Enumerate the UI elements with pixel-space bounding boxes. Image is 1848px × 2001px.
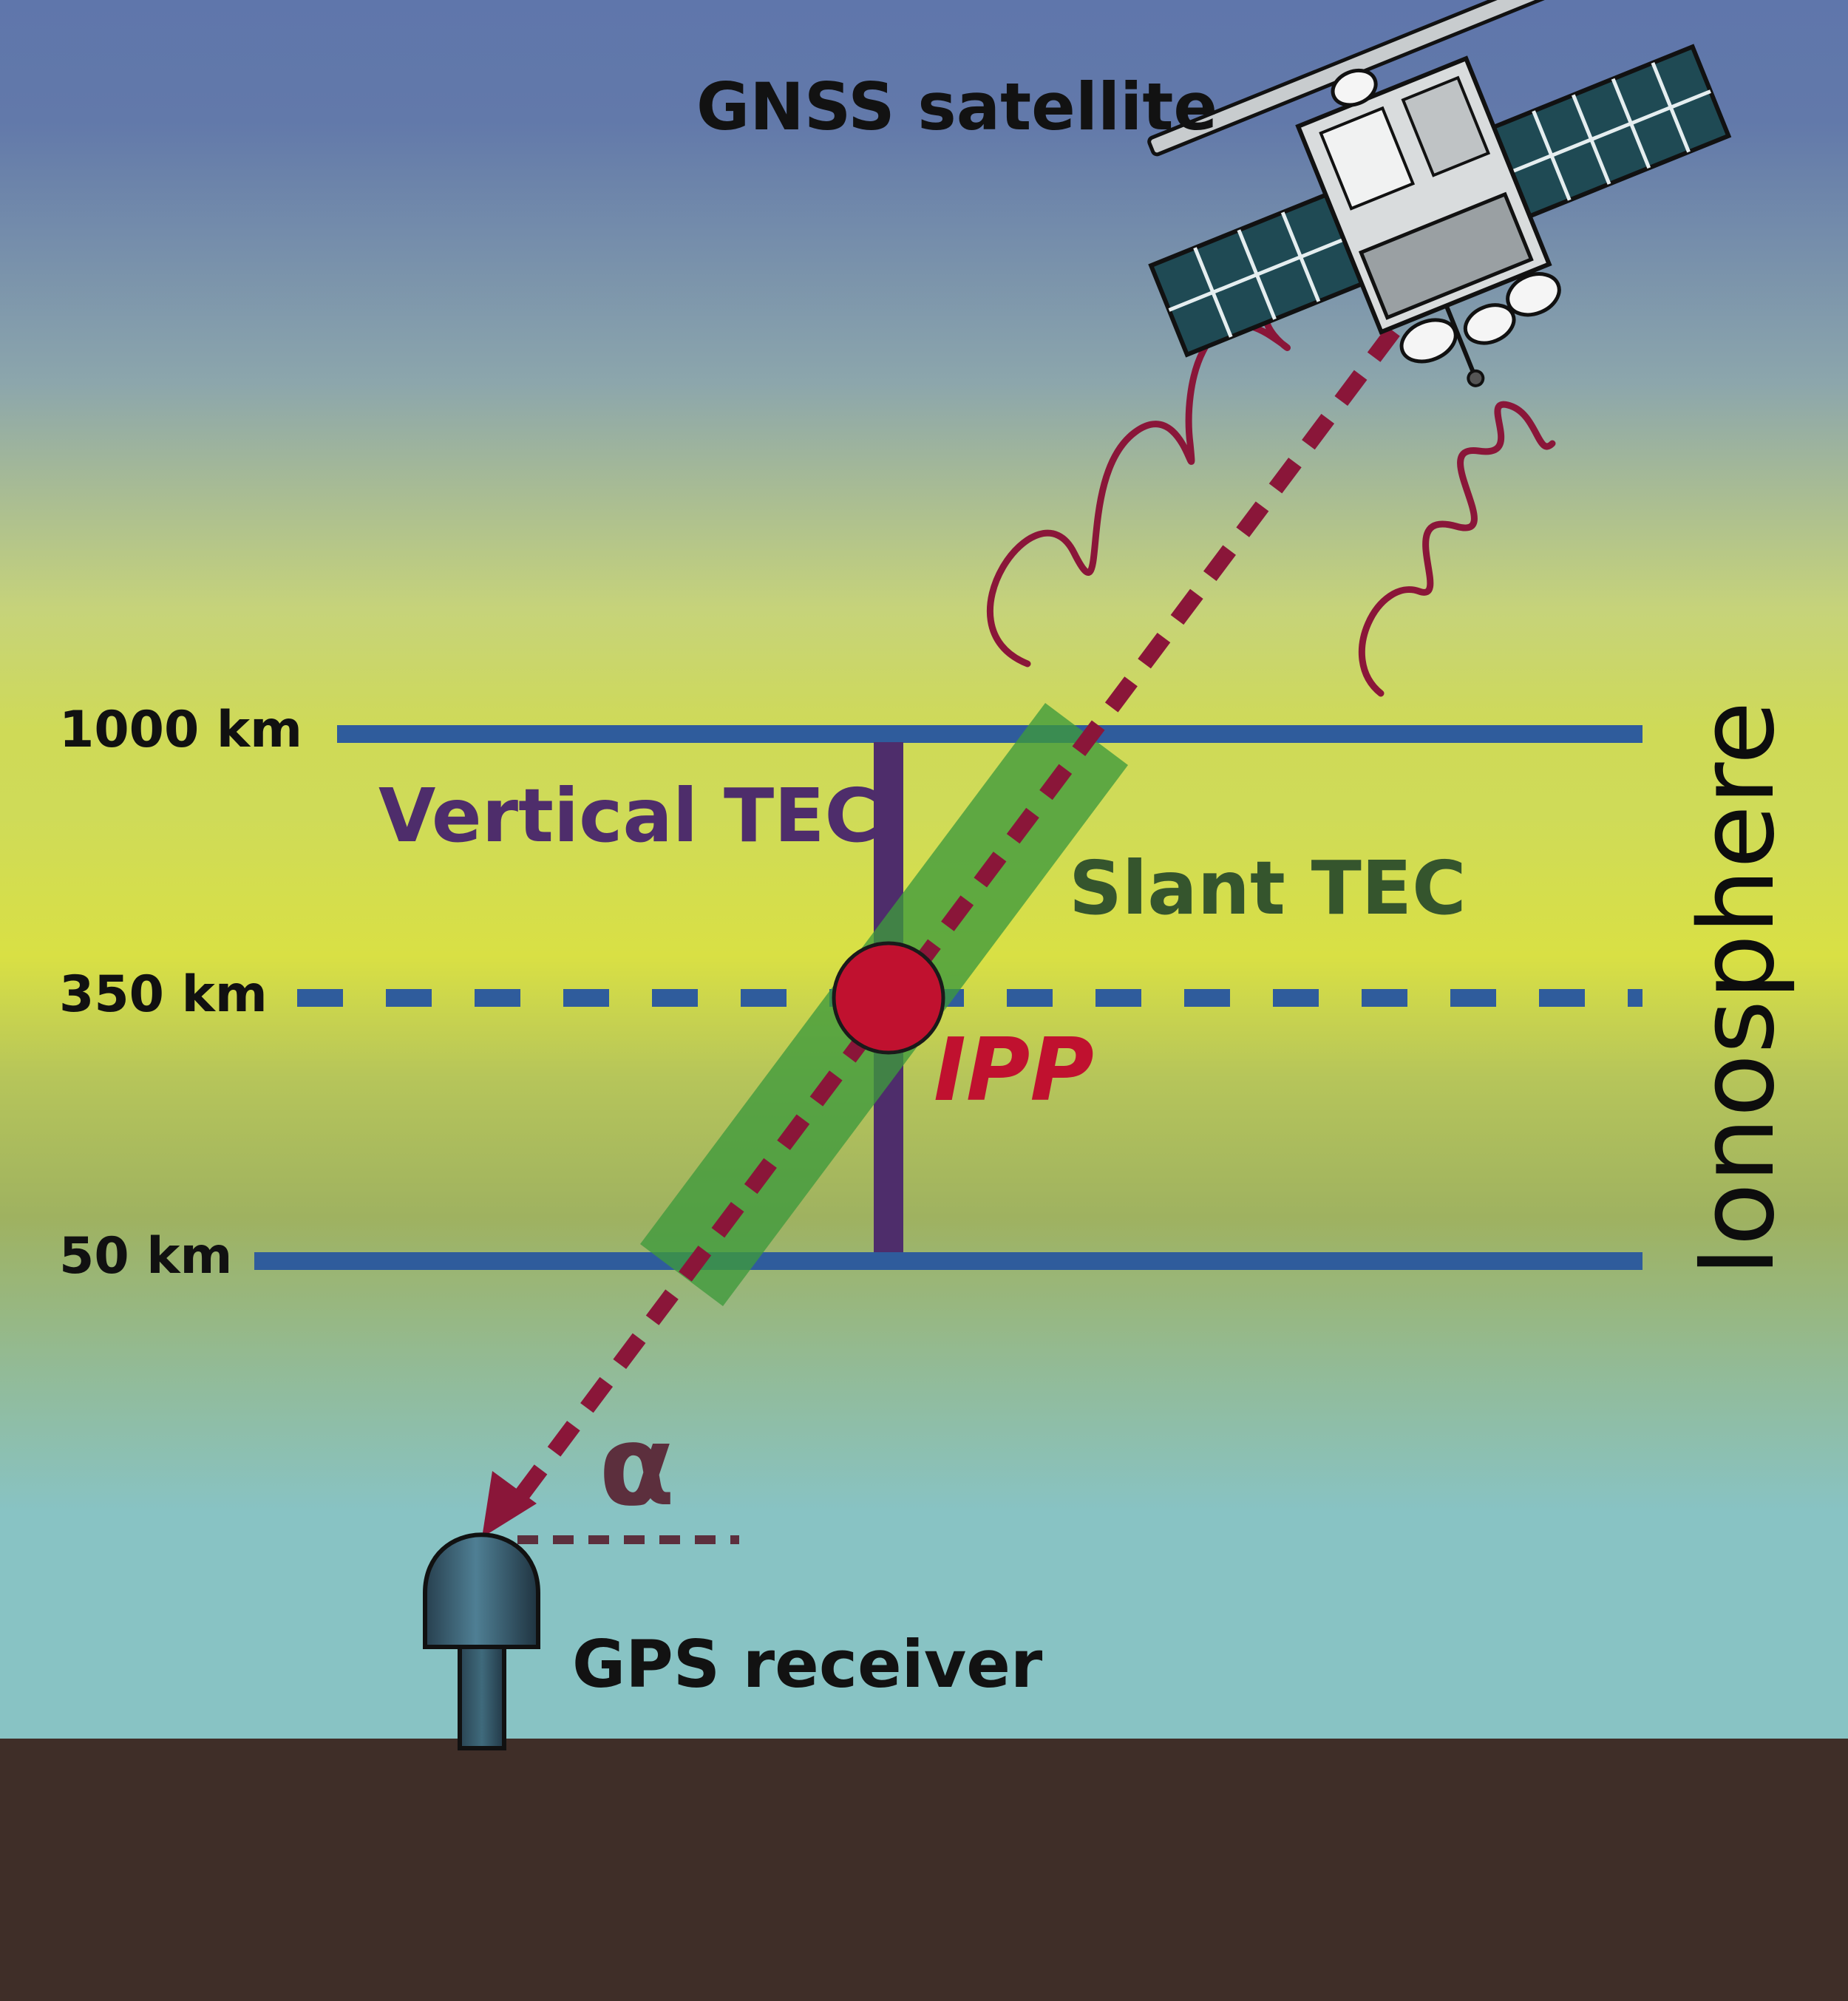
layer-label-1000km: 1000 km: [59, 701, 302, 759]
gnss-satellite-icon: [1147, 0, 1732, 387]
gps-receiver-icon: [423, 1532, 540, 1750]
elevation-angle-symbol: α: [599, 1402, 675, 1531]
vertical-tec-label: Vertical TEC: [378, 772, 879, 859]
ipp-label: IPP: [934, 1019, 1094, 1121]
receiver-label: GPS receiver: [572, 1626, 1043, 1702]
ipp-marker: [832, 941, 945, 1055]
satellite-label: GNSS satellite: [696, 69, 1217, 145]
signal-path-dashed: [511, 326, 1400, 1506]
layer-label-350km: 350 km: [59, 965, 268, 1024]
slant-tec-label: Slant TEC: [1069, 845, 1467, 931]
ionosphere-label: Ionosphere: [1677, 701, 1798, 1277]
signal-arrowhead: [482, 1471, 537, 1538]
signal-wave-right: [1358, 401, 1556, 697]
ground: [0, 1739, 1848, 2001]
layer-label-50km: 50 km: [59, 1227, 232, 1285]
